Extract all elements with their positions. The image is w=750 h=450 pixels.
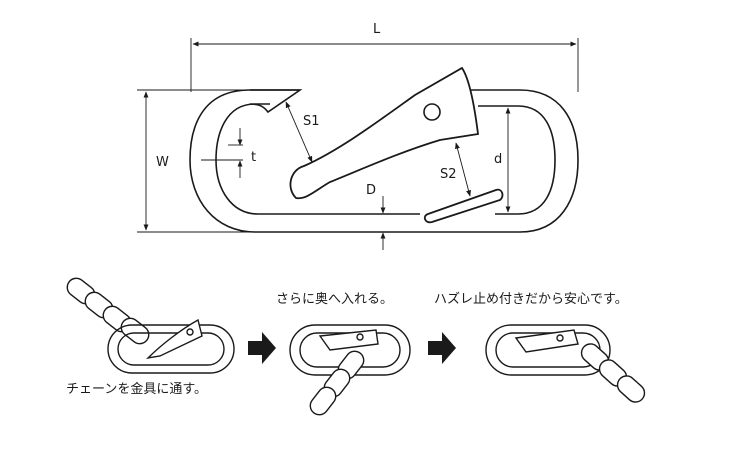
right-arrow-icon xyxy=(428,332,456,364)
dimension-lines xyxy=(137,38,579,250)
label-s1: S1 xyxy=(303,114,320,129)
label-thickness: t xyxy=(251,150,256,165)
step-3-illustration xyxy=(485,324,646,403)
label-diameter: D xyxy=(366,183,376,198)
latch-pin xyxy=(423,188,504,224)
label-s2: S2 xyxy=(440,167,457,182)
step-2-illustration xyxy=(289,324,411,416)
hook-tip xyxy=(249,89,303,114)
chain xyxy=(580,343,646,403)
step-3-caption: ハズレ止め付きだから安心です。 xyxy=(434,292,628,307)
right-arrow-icon xyxy=(248,332,276,364)
s2-dimension xyxy=(455,142,471,197)
chain xyxy=(66,277,150,345)
main-hook xyxy=(189,66,579,233)
label-width: W xyxy=(156,155,169,170)
hook-small xyxy=(485,324,611,376)
chain xyxy=(309,350,365,416)
hook-small xyxy=(107,318,235,374)
label-length: L xyxy=(373,22,381,37)
hook-small xyxy=(289,324,411,376)
gate-lever xyxy=(289,66,480,200)
step-1-caption: チェーンを金具に通す。 xyxy=(66,382,208,397)
label-inner-width: d xyxy=(494,152,502,167)
gate-rivet xyxy=(423,103,441,121)
step-1-illustration xyxy=(66,277,235,374)
hook-outer-outline xyxy=(189,89,579,233)
step-2-caption: さらに奥へ入れる。 xyxy=(276,292,394,307)
s1-dimension xyxy=(285,101,313,163)
